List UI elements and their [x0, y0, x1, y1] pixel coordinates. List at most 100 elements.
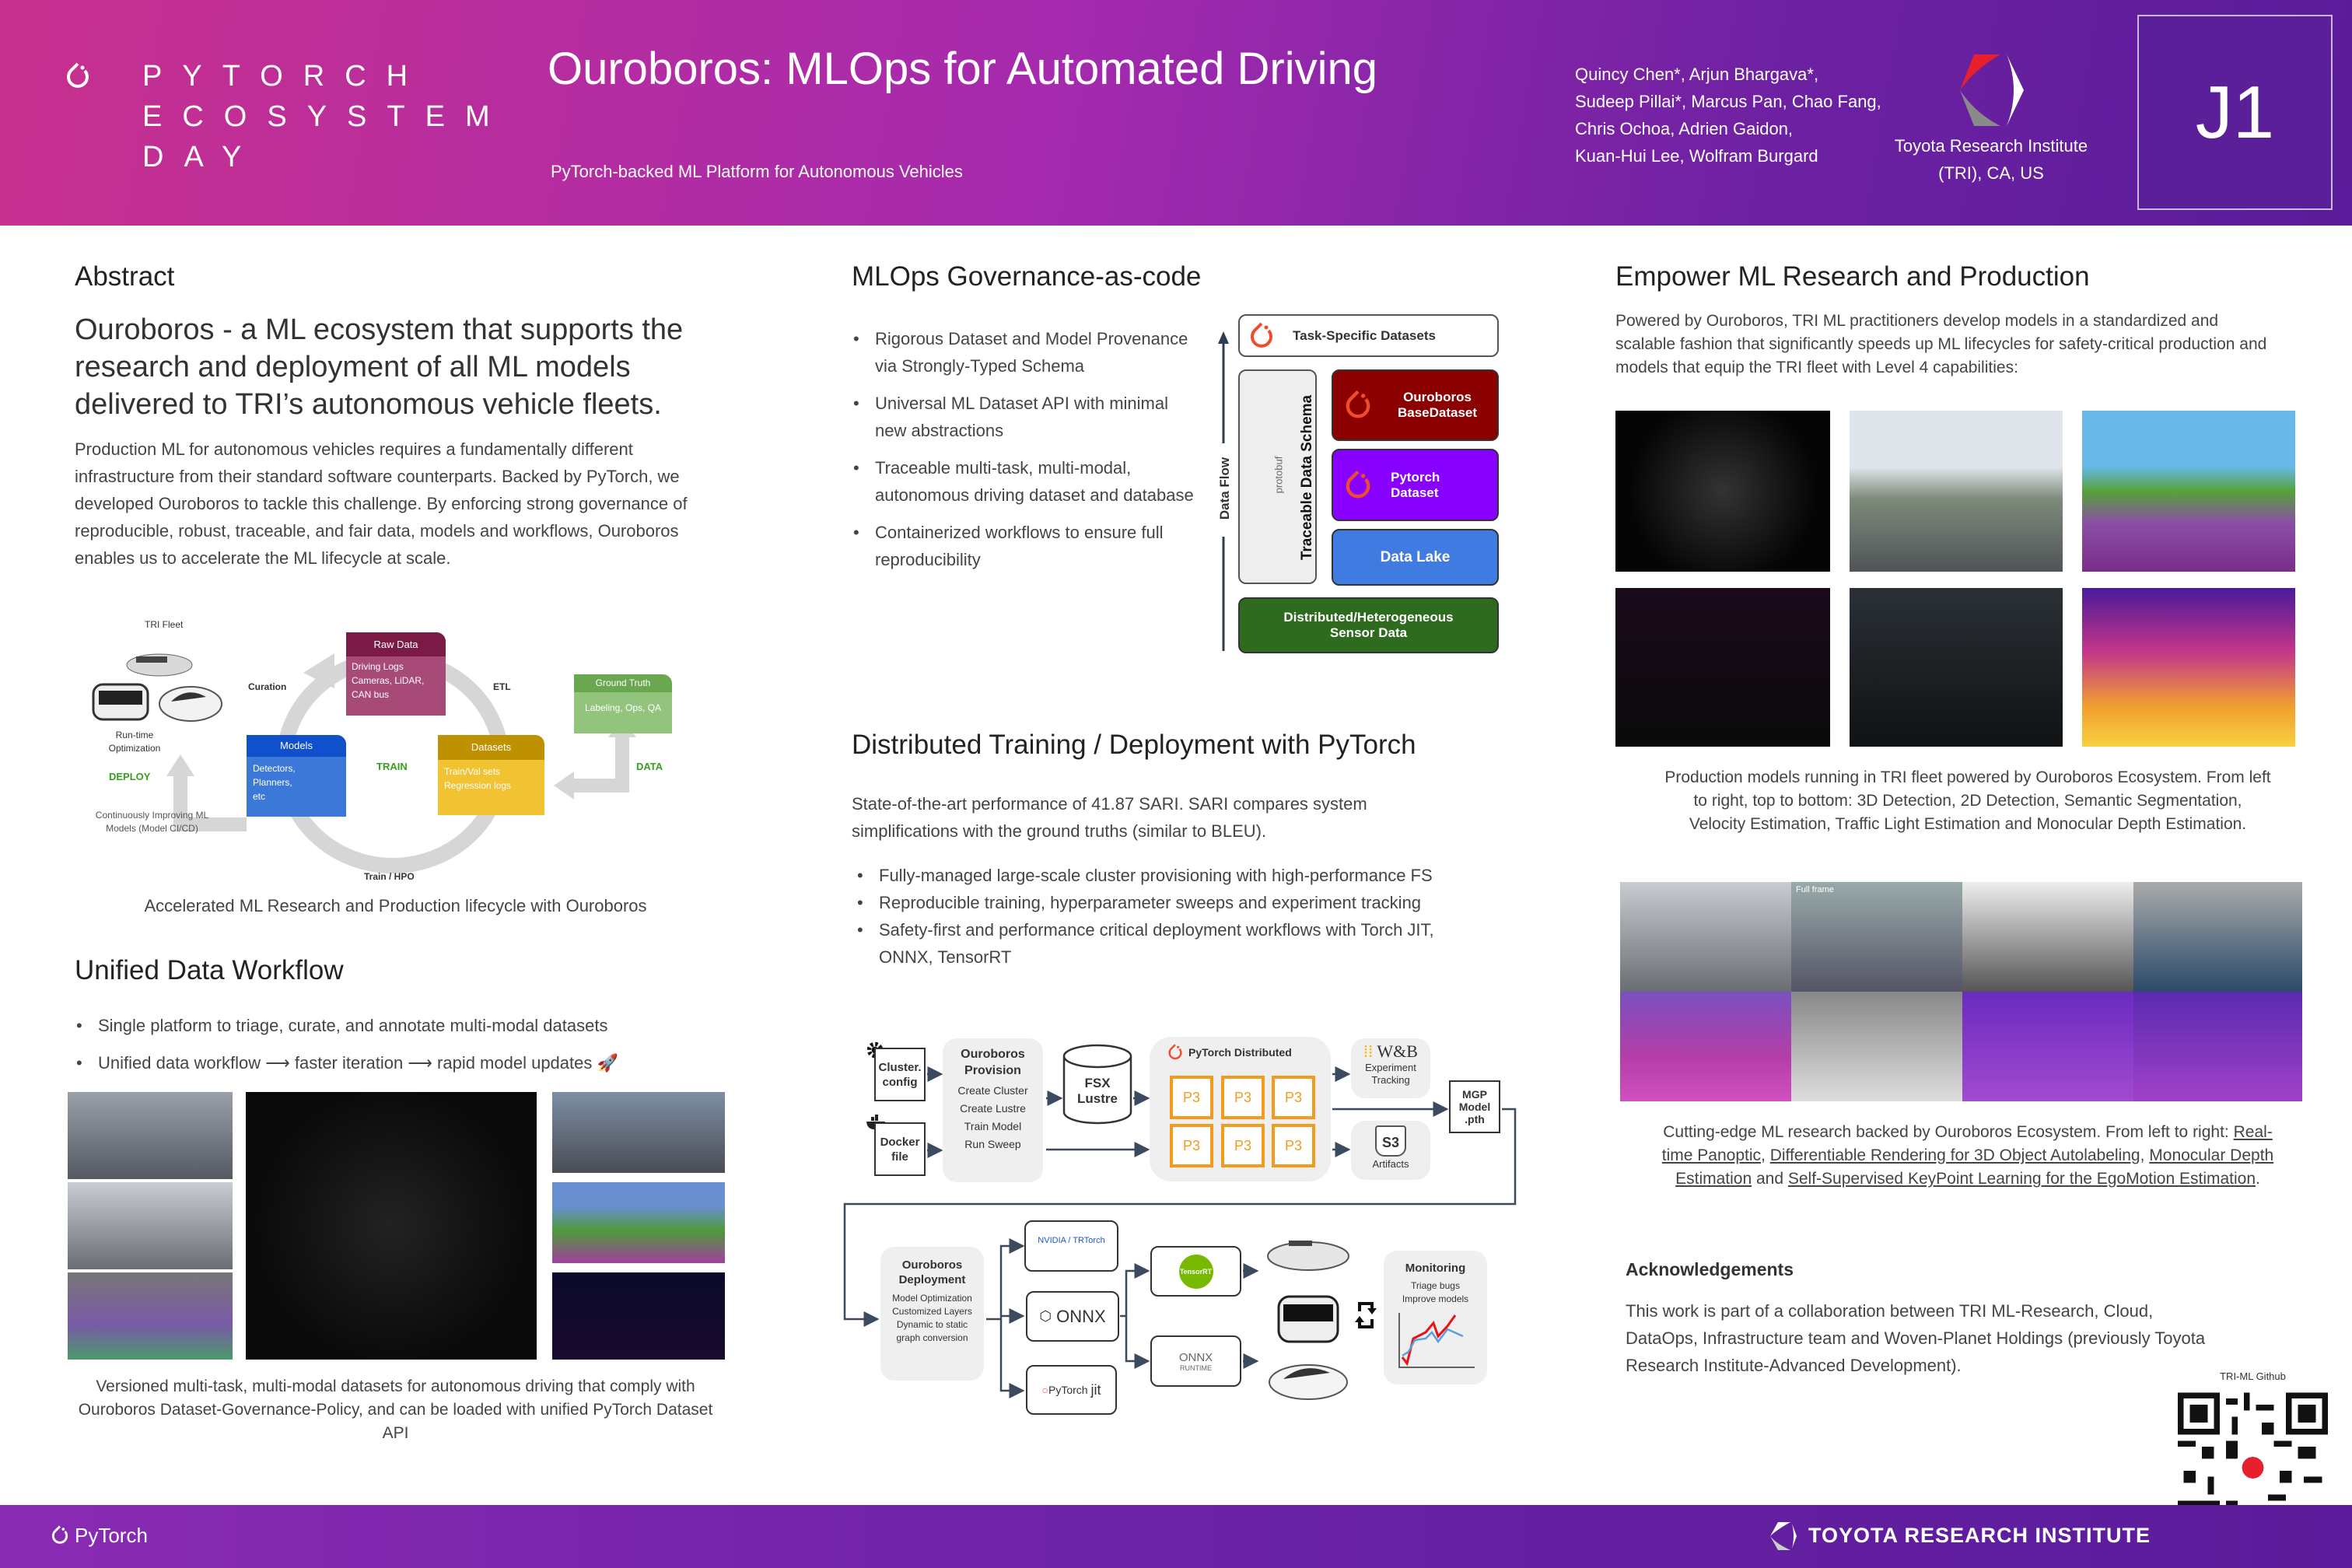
deploy-label: DEPLOY: [109, 771, 151, 782]
mgp-model-file: MGP Model .pth: [1449, 1080, 1500, 1133]
lifecycle-diagram: TRI Fleet Curation ETL Raw Data Driving …: [0, 607, 723, 933]
ground-truth-title: Ground Truth: [574, 674, 672, 692]
gpu-chip-icon: P3: [1170, 1124, 1213, 1167]
dataset-image: [68, 1272, 233, 1360]
dataset-image: [552, 1092, 725, 1173]
fleet-vehicles-image: [92, 653, 222, 722]
author-line: Quincy Chen*, Arjun Bhargava*,: [1575, 65, 1819, 84]
bullet: Fully-managed large-scale cluster provis…: [856, 862, 1470, 889]
onnx-label: ONNX: [1056, 1306, 1106, 1326]
monitoring-item: Improve models: [1402, 1293, 1469, 1304]
monitoring-title: Monitoring: [1405, 1262, 1466, 1275]
caption-text: ,: [1761, 1146, 1770, 1164]
bullet: Rigorous Dataset and Model Provenance vi…: [852, 325, 1194, 380]
wandb-dots-icon: ⁞⁞: [1363, 1041, 1377, 1061]
wandb-box: ⁞⁞ W&B Experiment Tracking: [1351, 1038, 1430, 1098]
docker-icon: [866, 1115, 885, 1129]
provision-step: Train Model: [964, 1120, 1022, 1132]
datasets-title: Datasets: [438, 735, 544, 760]
bullet: Traceable multi-task, multi-modal, auton…: [852, 454, 1194, 509]
fsx-lustre-label: FSX Lustre: [1077, 1076, 1118, 1106]
data-flow-arrow: [1218, 331, 1229, 651]
keypoint-learning-link[interactable]: Self-Supervised KeyPoint Learning for th…: [1787, 1170, 2256, 1188]
curation-label: Curation: [248, 681, 287, 692]
ground-truth-body: Labeling, Ops, QA: [584, 702, 662, 713]
tri-wordmark: TOYOTA RESEARCH INSTITUTE: [1808, 1524, 2151, 1547]
base-dataset-box: Ouroboros BaseDataset: [1332, 369, 1499, 441]
dataset-image: [68, 1182, 233, 1269]
metrics-chart-icon: [1398, 1313, 1475, 1368]
deployment-step: Model Optimization: [892, 1293, 972, 1304]
provision-title: Ouroboros Provision: [961, 1048, 1025, 1077]
unified-caption: Versioned multi-task, multi-modal datase…: [78, 1377, 713, 1442]
traffic-light-image: [1850, 588, 2063, 747]
panoptic-link[interactable]: Real-time Panoptic: [1661, 1123, 2273, 1164]
logo-line: ECOSYSTEM: [142, 100, 510, 133]
logo-line: PYTORCH: [142, 60, 429, 93]
poster-footer: PyTorch TOYOTA RESEARCH INSTITUTE: [0, 1505, 2352, 1568]
3d-detection-image: [1615, 411, 1830, 572]
raw-data-body: Driving Logs Cameras, LiDAR, CAN bus: [352, 661, 425, 700]
empower-heading: Empower ML Research and Production: [1615, 261, 2090, 292]
pytorch-logo-icon: [51, 1525, 68, 1544]
caption-text: ,: [2140, 1146, 2150, 1164]
gpu-chip-icon: P3: [1272, 1076, 1315, 1119]
pytorch-icon: [1251, 322, 1272, 348]
sensor-data-box: Distributed/Heterogeneous Sensor Data: [1238, 597, 1499, 653]
provision-step: Create Lustre: [960, 1102, 1026, 1115]
full-frame-label: Full frame: [1796, 885, 1834, 894]
pytorch-icon: ○: [1041, 1384, 1048, 1396]
logo-line: DAY: [142, 141, 262, 173]
raw-data-title: Raw Data: [346, 632, 446, 656]
pytorch-flame-icon: [67, 62, 89, 88]
lidar-point-cloud-image: [246, 1092, 537, 1360]
unified-heading: Unified Data Workflow: [75, 955, 344, 985]
tri-logo-icon: [1770, 1522, 1797, 1550]
institute-line: (TRI), CA, US: [1938, 163, 2044, 183]
cluster-config-file: Cluster. config: [874, 1048, 926, 1101]
monitoring-box: Monitoring Triage bugs Improve models: [1384, 1251, 1487, 1384]
train-hpo-label: Train / HPO: [364, 871, 415, 882]
depth-map-image: [1962, 992, 2133, 1101]
poster-id-badge: J1: [2137, 15, 2333, 210]
gpu-chip-icon: P3: [1170, 1076, 1213, 1119]
pytorch-jit-box: ○PyTorch jit: [1026, 1365, 1117, 1415]
bullet: Unified data workflow ⟶ faster iteration…: [75, 1045, 728, 1082]
empower-caption-research: Cutting-edge ML research backed by Ourob…: [1649, 1121, 2287, 1191]
pytorch-distributed-label: PyTorch Distributed: [1188, 1046, 1292, 1059]
fsx-lustre-cylinder: [1062, 1044, 1132, 1125]
unified-bullets: Single platform to triage, curate, and a…: [75, 1007, 728, 1082]
dockerfile-file: Docker file: [874, 1122, 926, 1176]
pytorch-dataset-box: Pytorch Dataset: [1332, 449, 1499, 521]
gpu-chip-icon: P3: [1221, 1076, 1265, 1119]
tri-logo-icon: [1960, 54, 2024, 126]
monocular-depth-link[interactable]: Monocular Depth Estimation: [1675, 1146, 2274, 1188]
task-specific-label: Task-Specific Datasets: [1293, 327, 1436, 343]
panoptic-image: [1620, 882, 1791, 992]
autolabeling-link[interactable]: Differentiable Rendering for 3D Object A…: [1769, 1146, 2140, 1164]
qr-label: TRI-ML Github: [2220, 1370, 2286, 1382]
task-specific-datasets-box: Task-Specific Datasets: [1238, 314, 1499, 357]
abstract-body: Production ML for autonomous vehicles re…: [75, 439, 688, 568]
depth-image: [552, 1272, 725, 1360]
author-list: Quincy Chen*, Arjun Bhargava*, Sudeep Pi…: [1575, 61, 1881, 170]
protobuf-logo: protobuf: [1272, 456, 1285, 494]
semantic-segmentation-image: [2082, 411, 2295, 572]
gear-icon: [866, 1041, 884, 1059]
tensorrt-logo: TensorRT: [1178, 1254, 1213, 1289]
onnx-icon: ⬡: [1039, 1308, 1052, 1324]
deployment-title: Ouroboros Deployment: [898, 1258, 966, 1286]
pytorch-jit-label: PyTorch: [1048, 1384, 1088, 1396]
monitoring-items: Triage bugs Improve models: [1384, 1275, 1487, 1306]
bullet: Universal ML Dataset API with minimal ne…: [852, 390, 1194, 444]
autolabeling-image: Full frame: [1791, 882, 1962, 992]
author-line: Kuan-Hui Lee, Wolfram Burgard: [1575, 146, 1818, 166]
provision-steps: Create Cluster Create Lustre Train Model…: [943, 1082, 1043, 1153]
fleet-vehicles-image: [1267, 1241, 1349, 1400]
artifacts-label: Artifacts: [1372, 1158, 1409, 1170]
s3-box: S3 Artifacts: [1351, 1121, 1430, 1180]
datasets-body: Train/Val sets Regression logs: [444, 766, 512, 791]
s3-bucket-icon: S3: [1375, 1125, 1406, 1157]
deployment-box: Ouroboros Deployment Model Optimization …: [880, 1247, 984, 1381]
poster-header: PYTORCH ECOSYSTEM DAY Ouroboros: MLOps f…: [0, 0, 2352, 226]
